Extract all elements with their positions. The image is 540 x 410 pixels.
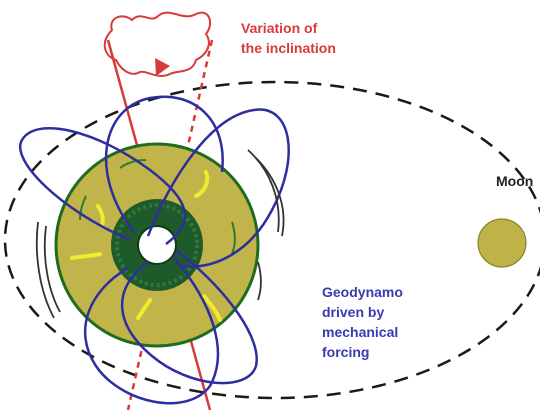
- convection-currents: [70, 170, 222, 322]
- mantle-texture: [79, 159, 236, 255]
- inclination-label-line1: Variation of: [241, 20, 318, 36]
- inclination-arrow-icon: [155, 58, 170, 76]
- inclination-label-line2: the inclination: [241, 40, 336, 56]
- moon-label: Moon: [496, 173, 533, 189]
- geodynamo-label-line3: mechanical: [322, 324, 398, 340]
- geodynamo-label-line1: Geodynamo: [322, 284, 403, 300]
- external-field-arcs: [35, 149, 285, 319]
- magnetic-field-lines: [19, 95, 290, 405]
- moon-orbit: [3, 80, 540, 400]
- inclination-wiggle: [103, 11, 212, 77]
- moon-body: [477, 218, 527, 268]
- inner-core: [137, 225, 177, 265]
- geodynamo-label-line4: forcing: [322, 344, 369, 360]
- outer-core-texture: [115, 203, 199, 287]
- geodynamo-label-line2: driven by: [322, 304, 384, 320]
